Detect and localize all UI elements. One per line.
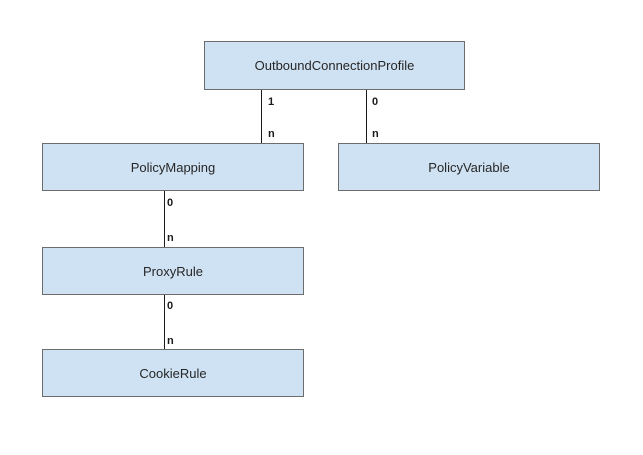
node-label: PolicyVariable bbox=[428, 159, 510, 175]
node-cookie-rule: CookieRule bbox=[42, 349, 304, 397]
multiplicity-target: n bbox=[372, 128, 379, 140]
edge-outbound-to-policy-mapping bbox=[261, 90, 262, 143]
multiplicity-target: n bbox=[167, 335, 174, 347]
node-label: OutboundConnectionProfile bbox=[254, 58, 415, 73]
multiplicity-source: 0 bbox=[167, 300, 174, 312]
multiplicity-source: 0 bbox=[372, 96, 379, 108]
node-label: PolicyMapping bbox=[130, 159, 216, 175]
multiplicity-target: n bbox=[268, 128, 275, 140]
node-label: ProxyRule bbox=[143, 263, 203, 279]
node-label: CookieRule bbox=[139, 365, 207, 381]
edge-outbound-to-policy-variable bbox=[366, 90, 367, 143]
edge-proxy-rule-to-cookie-rule bbox=[164, 295, 165, 349]
node-policy-mapping: PolicyMapping bbox=[42, 143, 304, 191]
multiplicity-target: n bbox=[167, 232, 174, 244]
multiplicity-source: 0 bbox=[167, 197, 174, 209]
edge-policy-mapping-to-proxy-rule bbox=[164, 191, 165, 247]
node-proxy-rule: ProxyRule bbox=[42, 247, 304, 295]
multiplicity-source: 1 bbox=[268, 96, 275, 108]
node-outbound-connection-profile: OutboundConnectionProfile bbox=[204, 41, 465, 90]
node-policy-variable: PolicyVariable bbox=[338, 143, 600, 191]
